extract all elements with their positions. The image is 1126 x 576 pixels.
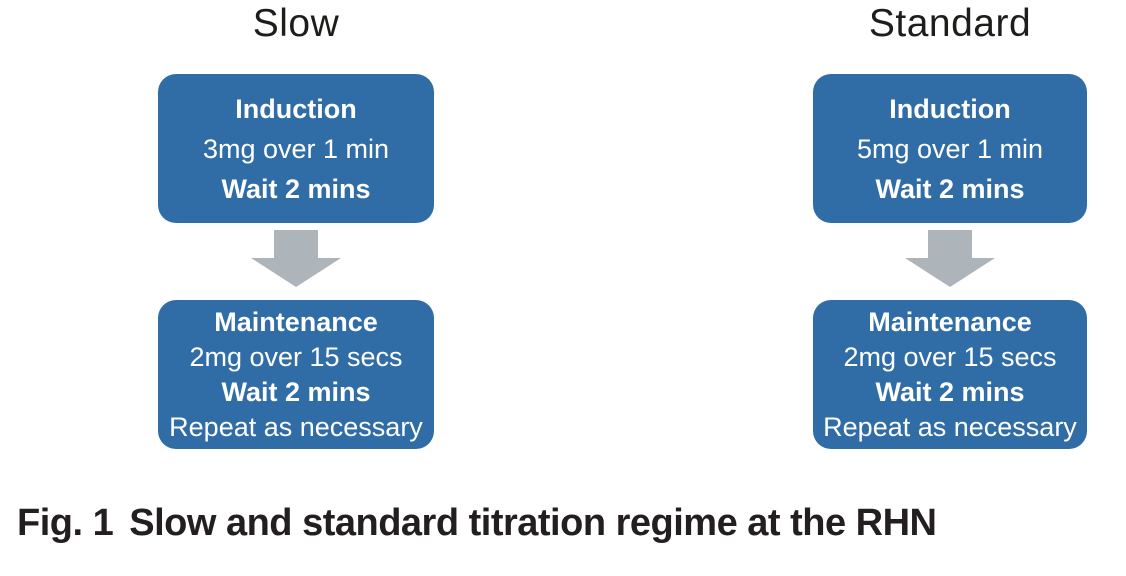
figure-caption: Fig. 1 Slow and standard titration regime… <box>17 502 937 545</box>
figure-caption-text: Slow and standard titration regime at th… <box>129 502 937 544</box>
maintenance-wait-line: Wait 2 mins <box>221 376 371 407</box>
maintenance-heading: Maintenance <box>868 306 1032 337</box>
slow-maintenance-box: Maintenance 2mg over 15 secs Wait 2 mins… <box>158 300 434 449</box>
induction-heading: Induction <box>889 93 1011 124</box>
slow-induction-box: Induction 3mg over 1 min Wait 2 mins <box>158 74 434 223</box>
maintenance-repeat-line: Repeat as necessary <box>169 411 423 442</box>
standard-induction-box: Induction 5mg over 1 min Wait 2 mins <box>813 74 1087 223</box>
standard-maintenance-box: Maintenance 2mg over 15 secs Wait 2 mins… <box>813 300 1087 449</box>
column-slow: Slow Induction 3mg over 1 min Wait 2 min… <box>158 0 434 470</box>
down-arrow-icon <box>905 230 995 287</box>
down-arrow-icon <box>251 230 341 287</box>
induction-wait-line: Wait 2 mins <box>875 173 1025 204</box>
column-standard: Standard Induction 5mg over 1 min Wait 2… <box>813 0 1087 470</box>
maintenance-repeat-line: Repeat as necessary <box>823 411 1077 442</box>
column-standard-title: Standard <box>868 2 1032 45</box>
induction-dose-line: 5mg over 1 min <box>856 133 1044 164</box>
figure-caption-label: Fig. 1 <box>17 502 114 544</box>
induction-heading: Induction <box>235 93 357 124</box>
maintenance-dose-line: 2mg over 15 secs <box>843 341 1057 372</box>
column-slow-title: Slow <box>252 2 340 45</box>
induction-wait-line: Wait 2 mins <box>221 173 371 204</box>
maintenance-heading: Maintenance <box>214 306 378 337</box>
induction-dose-line: 3mg over 1 min <box>202 133 390 164</box>
maintenance-wait-line: Wait 2 mins <box>875 376 1025 407</box>
maintenance-dose-line: 2mg over 15 secs <box>189 341 403 372</box>
